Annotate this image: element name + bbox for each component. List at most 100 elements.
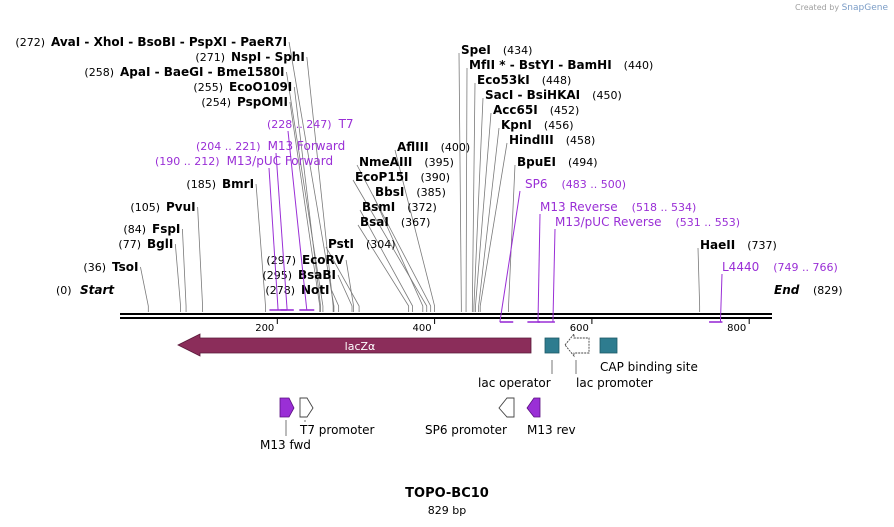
enzyme-name: HindIII [509,133,554,147]
enzyme-leader-line [359,209,413,312]
enzyme-leader-line [458,52,462,312]
label-leader-lines [140,41,701,312]
enzyme-name: BpuEI [517,155,556,169]
primer-sp6[interactable]: SP6(483 .. 500) [499,177,627,323]
enzyme-name: BmrI [222,177,254,191]
enzyme-site-bgli[interactable]: (77)BglI [118,237,173,251]
enzyme-site-kpni[interactable]: (456)KpnI [501,118,574,132]
enzyme-position: (258) [84,66,114,79]
enzyme-leader-line [465,67,468,312]
feature-lac-operator[interactable]: lac operator [478,337,560,390]
enzyme-name: BbsI [375,185,404,199]
enzyme-site-bpuei[interactable]: (494) BpuEI [517,155,598,169]
enzyme-site-saci[interactable]: (450)SacI - BsiHKAI [485,88,622,102]
enzyme-site-nspi[interactable]: (271) NspI - SphI [195,50,304,64]
feature-sp6-promoter[interactable]: SP6 promoter [425,397,515,437]
enzyme-leader-line [475,112,492,312]
enzyme-leader-line [372,194,424,312]
primer-name: M13 Reverse [540,200,618,214]
enzyme-site-spei[interactable]: (434)SpeI [461,43,532,57]
enzyme-position: (84) [123,223,146,236]
enzyme-position: (400) [441,141,471,154]
enzyme-site-avai[interactable]: (272)AvaI - XhoI - BsoBI - PspXI - PaeR7… [15,35,287,49]
enzyme-site-nmeaiii[interactable]: (395) NmeAIII [359,155,454,169]
enzyme-site-apai[interactable]: (258) ApaI - BaeGI - Bme1580I [84,65,284,79]
enzyme-name: BsaI [360,215,389,229]
enzyme-leader-line [197,206,203,312]
enzyme-site-hindiii[interactable]: (458) HindIII [509,133,595,147]
enzyme-site-psti[interactable]: (304)PstI [328,237,396,251]
enzyme-site-haeii[interactable]: (737)HaeII [700,238,777,252]
enzyme-site-eco53ki[interactable]: (448)Eco53kI [477,73,571,87]
enzyme-name: ApaI - BaeGI - Bme1580I [120,65,284,79]
enzyme-site-acc65i[interactable]: (452)Acc65I [493,103,579,117]
enzyme-site-tsoi[interactable]: (36)TsoI [83,260,138,274]
enzyme-site-ecorv[interactable]: (297)EcoRV [266,253,344,267]
primer-leader-line [719,273,723,323]
enzyme-leader-line [182,228,187,312]
enzyme-name: BsmI [362,200,395,214]
snapgene-branding: Created by SnapGene [795,3,888,13]
enzyme-site-ecoo109i[interactable]: (255)EcoO109I [193,80,292,94]
enzyme-position: (458) [566,134,596,147]
ruler-label: 400 [413,323,432,334]
enzyme-site-mfii[interactable]: (440)MfII * - BstYI - BamHI [469,58,653,72]
end-position: (829) [813,284,843,297]
ruler-label: 600 [570,323,589,334]
feature-m13-fwd[interactable]: M13 fwd [260,397,311,452]
primer-range: (518 .. 534) [632,201,697,214]
enzyme-position: (272) [15,36,45,49]
enzyme-position: (385) [416,186,446,199]
primer-range: (483 .. 500) [562,178,627,191]
enzyme-position: (737) [747,239,777,252]
primer-l4440[interactable]: L4440(749 .. 766) [709,260,838,323]
enzyme-site-afliii[interactable]: (400)AflIII [397,140,470,154]
enzyme-site-ecop15i[interactable]: (390)EcoP15I [355,170,450,184]
enzyme-position: (494) [568,156,598,169]
enzyme-position: (367) [401,216,431,229]
enzyme-site-pvui[interactable]: (105)PvuI [130,200,195,214]
primer-leader-line [268,167,279,311]
lac-operator-label: lac operator [478,376,551,390]
feature-lacz-alpha[interactable]: lacZα [177,333,532,357]
enzyme-site-bsabi[interactable]: (295)BsaBI [262,268,336,282]
enzyme-position: (395) [424,156,454,169]
t7-promoter-arrow [299,397,314,418]
enzyme-position: (452) [550,104,580,117]
enzyme-leader-line [337,274,353,312]
enzyme-position: (278) [265,284,295,297]
enzyme-site-fspi[interactable]: (84)FspI [123,222,180,236]
primer-t7[interactable]: (228 .. 247)T7 [267,117,354,311]
primer-leader-line [275,152,288,311]
sp6-promoter-label: SP6 promoter [425,423,507,437]
m13-fwd-label: M13 fwd [260,438,311,452]
enzyme-site-bsai[interactable]: (367) BsaI [360,215,430,229]
enzyme-leader-line [255,183,266,312]
enzyme-position: (105) [130,201,160,214]
feature-m13-rev[interactable]: M13 rev [526,397,576,437]
feature-lac-promoter[interactable]: lac promoter [564,332,653,390]
primer-m13-forward[interactable]: (204 .. 221) M13 Forward [196,139,346,311]
feature-cap-binding-site[interactable]: CAP binding site [599,337,698,374]
end-label: End [774,283,800,297]
enzyme-name: Eco53kI [477,73,530,87]
enzyme-name: PstI [328,237,354,251]
primer-name: M13 Forward [268,139,346,153]
enzyme-site-noti[interactable]: (278)NotI [265,283,329,297]
enzyme-site-bbsi[interactable]: (385) BbsI [375,185,446,199]
primer-range: (204 .. 221) [196,140,261,153]
branding-prefix: Created by [795,3,840,12]
feature-t7-promoter[interactable]: T7 promoter [299,397,375,437]
enzyme-name: SacI - BsiHKAI [485,88,580,102]
enzyme-position: (295) [262,269,292,282]
primer-m13-puc-forward[interactable]: (190 .. 212)M13/pUC Forward [155,154,333,311]
enzyme-name: NspI - SphI [231,50,305,64]
primer-m13-puc-reverse[interactable]: M13/pUC Reverse(531 .. 553) [537,215,740,323]
enzyme-site-pspomi[interactable]: (254)PspOMI [201,95,288,109]
primer-leader-line [499,190,521,323]
enzyme-site-bsmi[interactable]: (372)BsmI [362,200,437,214]
enzyme-site-bmri[interactable]: (185)BmrI [186,177,254,191]
enzyme-position: (254) [201,96,231,109]
enzyme-position: (271) [195,51,225,64]
enzyme-name: NmeAIII [359,155,412,169]
